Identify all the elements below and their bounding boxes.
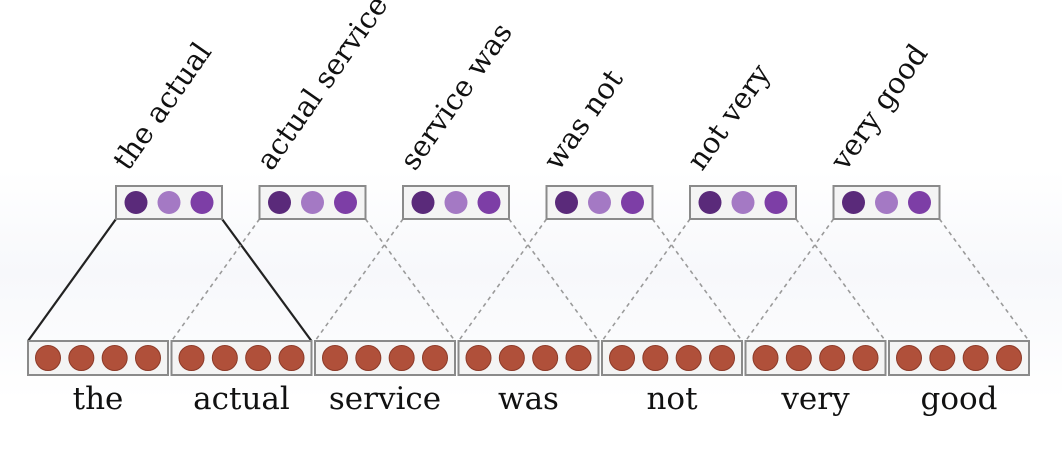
bigram-vector-5 [832,185,941,220]
word-vector-good [888,340,1030,376]
connector-left-2 [314,218,404,342]
bigram-unit-circle [124,191,148,214]
word-vector-the [27,340,169,376]
word-vector-actual [170,340,313,376]
word-label-was: was [498,381,559,417]
bigram-unit-circle [190,191,214,214]
connector-left-0 [27,218,117,342]
word-unit-circle [498,345,525,371]
word-unit-circle [278,345,305,371]
bigram-unit-circle [334,191,357,214]
bigram-vector-1 [258,185,367,220]
connector-right-1 [364,218,456,342]
bigram-label-1: actual service [249,0,394,176]
word-unit-circle [709,345,735,371]
bigram-label-2: service was [393,16,519,176]
word-unit-circle [35,345,61,371]
word-unit-circle [322,345,348,371]
bigram-unit-circle [842,191,865,214]
connector-right-2 [508,218,600,342]
connector-right-5 [938,218,1030,342]
bigram-unit-circle [555,191,578,214]
bigram-vector-3 [545,185,654,220]
word-unit-circle [101,345,128,371]
bigram-vector-row [115,185,941,220]
connector-right-0 [221,218,313,342]
word-unit-circle [642,345,669,371]
word-label-row: the actual service was not very good [73,381,998,417]
connector-left-4 [601,218,691,342]
word-unit-circle [609,345,635,371]
word-unit-circle [68,345,95,371]
word-unit-circle [819,345,846,371]
bigram-unit-circle [588,191,611,214]
word-unit-circle [422,345,448,371]
word-label-the: the [73,381,124,417]
bigram-label-5: very good [823,38,935,177]
word-vector-row [27,340,1030,376]
word-label-service: service [329,381,441,417]
word-unit-circle [996,345,1022,371]
bigram-vector-4 [689,185,797,220]
word-unit-circle [565,345,592,371]
word-unit-circle [211,345,238,371]
bigram-label-0: the actual [106,36,218,176]
connector-lines [27,218,1030,342]
bigram-unit-circle [764,191,788,214]
word-unit-circle [896,345,922,371]
word-unit-circle [532,345,559,371]
word-vector-was [457,340,600,376]
word-label-not: not [646,381,698,417]
word-vector-not [601,340,743,376]
bigram-vector-0 [115,185,223,220]
bigram-unit-circle [731,191,755,214]
word-unit-circle [785,345,812,371]
bigram-unit-circle [444,191,468,214]
bigram-unit-circle [698,191,722,214]
word-unit-circle [135,345,161,371]
word-label-very: very [780,381,850,417]
bigram-label-4: not very [680,57,777,176]
connector-left-5 [744,218,835,342]
word-unit-circle [962,345,989,371]
word-vector-service [314,340,456,376]
connector-right-4 [795,218,887,342]
bigram-unit-circle [621,191,644,214]
word-unit-circle [178,345,205,371]
word-label-actual: actual [193,381,290,417]
word-vector-very [744,340,887,376]
word-unit-circle [929,345,956,371]
word-unit-circle [355,345,382,371]
bigram-unit-circle [908,191,931,214]
word-unit-circle [852,345,879,371]
word-unit-circle [245,345,272,371]
connector-left-3 [457,218,548,342]
bigram-unit-circle [875,191,898,214]
word-unit-circle [752,345,779,371]
word-label-good: good [920,381,997,417]
connector-left-1 [170,218,261,342]
bigram-unit-circle [477,191,501,214]
word-unit-circle [465,345,492,371]
bigram-unit-circle [157,191,181,214]
bigram-unit-circle [411,191,435,214]
bigram-unit-circle [268,191,291,214]
word-unit-circle [675,345,702,371]
word-unit-circle [388,345,415,371]
bigram-unit-circle [301,191,324,214]
bigram-vector-2 [402,185,510,220]
connector-right-3 [651,218,743,342]
bigram-label-3: was not [536,63,629,176]
